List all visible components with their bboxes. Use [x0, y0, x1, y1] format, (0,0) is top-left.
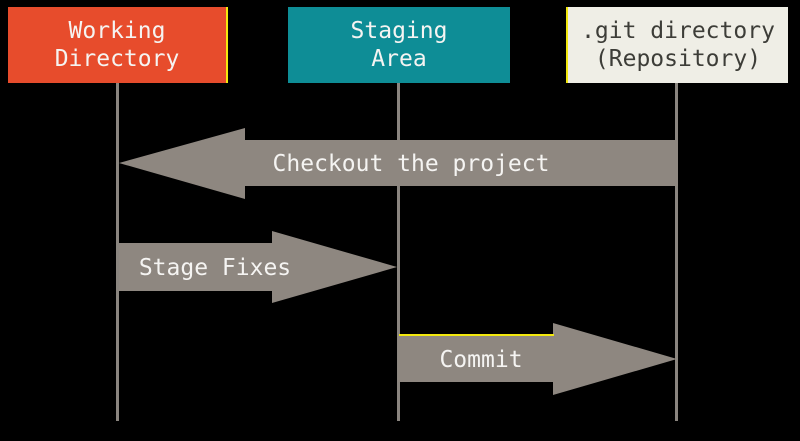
arrow-label-commit: Commit [439, 347, 523, 373]
git-directory-label-line1: .git directory [581, 18, 775, 44]
git-directory-label-line2: (Repository) [594, 46, 762, 72]
column-box-staging-area: Staging Area [288, 7, 510, 83]
lifeline-working-directory [116, 83, 119, 421]
commit-arrow-yellow-edge [399, 334, 554, 336]
arrow-label-stage-fixes: Stage Fixes [138, 255, 292, 281]
staging-area-label-line1: Staging [350, 18, 448, 44]
column-box-working-directory: Working Directory [8, 7, 228, 83]
lifeline-git-directory [675, 83, 678, 421]
lifeline-staging-area [397, 83, 400, 421]
column-box-git-directory: .git directory (Repository) [566, 7, 788, 83]
working-directory-label-line1: Working [68, 18, 166, 44]
working-directory-label-line2: Directory [54, 46, 180, 72]
staging-area-label-line2: Area [371, 46, 427, 72]
arrow-label-checkout: Checkout the project [272, 151, 550, 177]
